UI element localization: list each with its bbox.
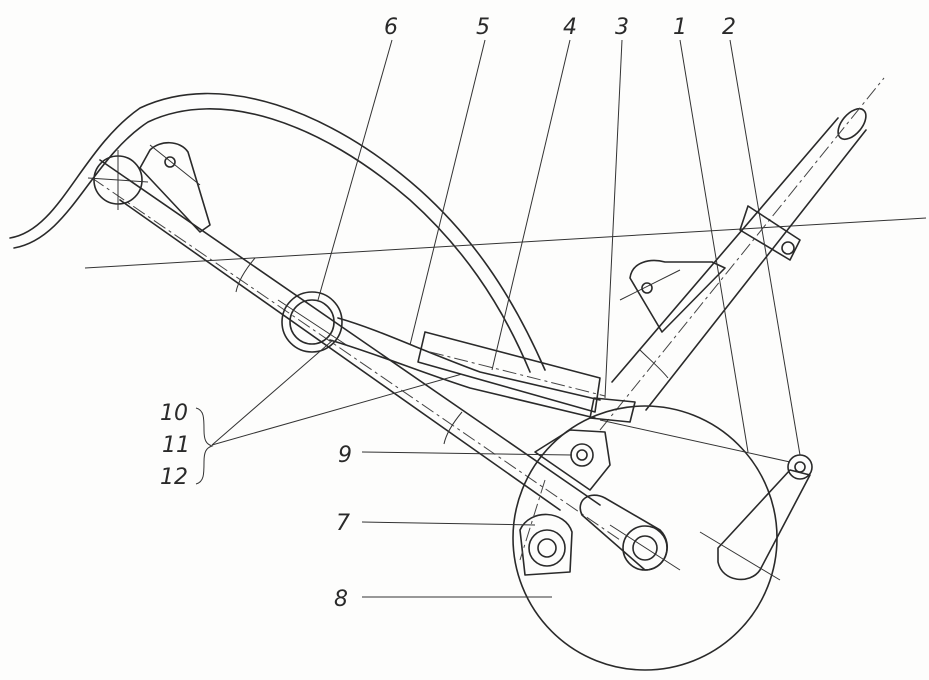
hose-outer — [9, 92, 546, 371]
bracket-left-axis — [149, 144, 201, 186]
leader-10-12-a — [211, 339, 334, 446]
handle-pivot-outer — [787, 454, 813, 480]
bracket-left — [139, 141, 211, 233]
bracket-left-bolt — [164, 156, 176, 168]
upright-clamp-bolt — [781, 241, 795, 255]
pivot-3-block — [589, 397, 636, 423]
bracket-right — [629, 259, 726, 333]
bolt-7-inner — [537, 538, 557, 558]
upright-section — [639, 349, 669, 379]
label-6: 6 — [384, 15, 398, 40]
crank-axis — [609, 524, 681, 571]
upright-tube-cap — [837, 107, 867, 141]
nut-9-axis — [519, 479, 546, 561]
leader-2 — [729, 39, 801, 456]
leader-4 — [491, 39, 571, 371]
nut-9-outer — [570, 443, 594, 467]
component-4-body — [417, 331, 601, 413]
arm-section-right — [443, 411, 463, 445]
hose-inner — [13, 108, 531, 373]
label-10: 10 — [160, 401, 188, 426]
leader-9 — [361, 451, 573, 456]
handle-axis — [699, 531, 781, 581]
component-4-axis — [429, 351, 606, 397]
cable-to-handle — [599, 419, 791, 463]
bolt-7-plate — [519, 513, 573, 576]
upright-axis — [599, 77, 885, 431]
brace-10-12 — [195, 407, 214, 485]
joint-ring-inner — [289, 299, 335, 345]
nut-9-plate — [534, 429, 611, 491]
upright-tube — [611, 117, 867, 411]
label-8: 8 — [334, 587, 348, 612]
reference-line — [84, 217, 927, 269]
label-4: 4 — [563, 15, 577, 40]
main-arm — [99, 159, 601, 511]
label-11: 11 — [162, 433, 190, 458]
handle-pivot-inner — [794, 461, 806, 473]
upright-clamp — [739, 205, 801, 261]
leader-7 — [361, 521, 536, 526]
label-7: 7 — [336, 511, 350, 536]
leader-1 — [679, 39, 749, 453]
crank-hub-inner — [632, 535, 658, 561]
bolt-7-outer — [528, 529, 566, 567]
leader-6 — [317, 39, 393, 301]
bracket-right-axis — [619, 269, 681, 301]
label-3: 3 — [615, 15, 629, 40]
label-12: 12 — [160, 465, 188, 490]
label-2: 2 — [722, 15, 736, 40]
joint-axis — [277, 299, 349, 347]
main-arm-axis — [91, 177, 621, 541]
label-9: 9 — [338, 443, 352, 468]
crank-hub-outer — [622, 525, 668, 571]
wheel-8 — [512, 405, 778, 671]
label-1: 1 — [673, 15, 687, 40]
leader-5 — [409, 39, 486, 346]
leader-10-12-b — [211, 373, 463, 446]
joint-ring-outer — [281, 291, 343, 353]
bracket-right-bolt — [641, 282, 653, 294]
nut-9-inner — [576, 449, 588, 461]
lever-arm — [329, 317, 601, 419]
handle-lever — [717, 469, 811, 581]
arm-section-left — [235, 257, 256, 293]
label-5: 5 — [476, 15, 490, 40]
leader-3 — [604, 39, 623, 399]
crank-lever — [579, 494, 669, 571]
